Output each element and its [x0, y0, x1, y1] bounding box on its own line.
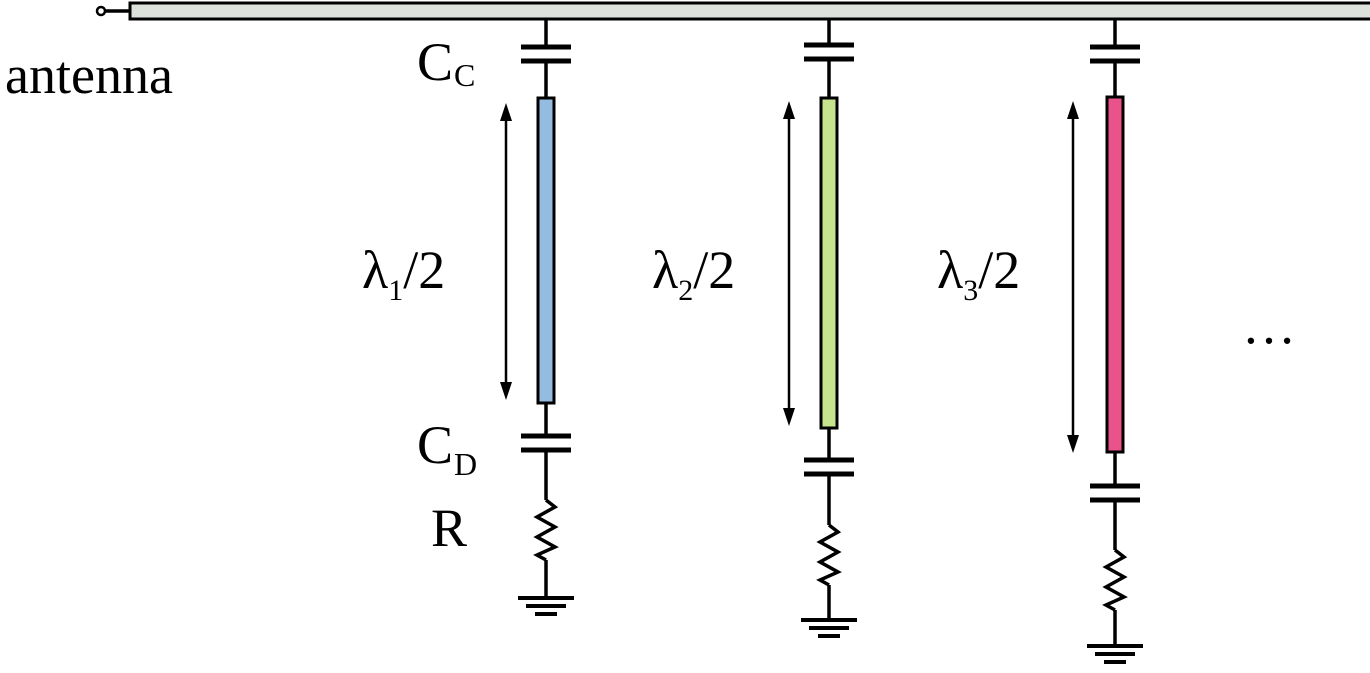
- wavelength-label-3: λ3/2: [937, 240, 1020, 307]
- resistor: [816, 523, 842, 587]
- length-arrow-2: [783, 101, 795, 426]
- ground-symbol: [518, 596, 574, 616]
- resistor-label: R: [431, 498, 467, 558]
- resonator-branch-1: CC λ1/2 CD R: [362, 19, 574, 616]
- half-wave-resonator-2: [819, 96, 839, 430]
- ground-symbol: [1087, 644, 1143, 664]
- half-wave-resonator-3: [1105, 95, 1125, 454]
- half-wave-resonator-1: [536, 96, 556, 405]
- antenna-bar: [128, 1, 1370, 21]
- ellipsis-more-resonators: …: [1242, 295, 1296, 355]
- coupling-capacitor-label: CC: [417, 32, 475, 93]
- resistor: [533, 498, 559, 562]
- antenna-terminal: [95, 5, 107, 17]
- antenna-label: antenna: [5, 45, 173, 105]
- damping-capacitor-label: CD: [417, 415, 477, 482]
- length-arrow-3: [1067, 101, 1079, 453]
- antenna-feed: [95, 1, 1370, 21]
- resonator-branch-3: λ3/2: [937, 19, 1143, 664]
- ground-symbol: [801, 618, 857, 638]
- length-arrow-1: [500, 103, 512, 400]
- resonator-branch-2: λ2/2: [652, 19, 857, 638]
- resistor: [1102, 548, 1128, 612]
- wavelength-label-2: λ2/2: [652, 240, 735, 307]
- wavelength-label-1: λ1/2: [362, 240, 445, 307]
